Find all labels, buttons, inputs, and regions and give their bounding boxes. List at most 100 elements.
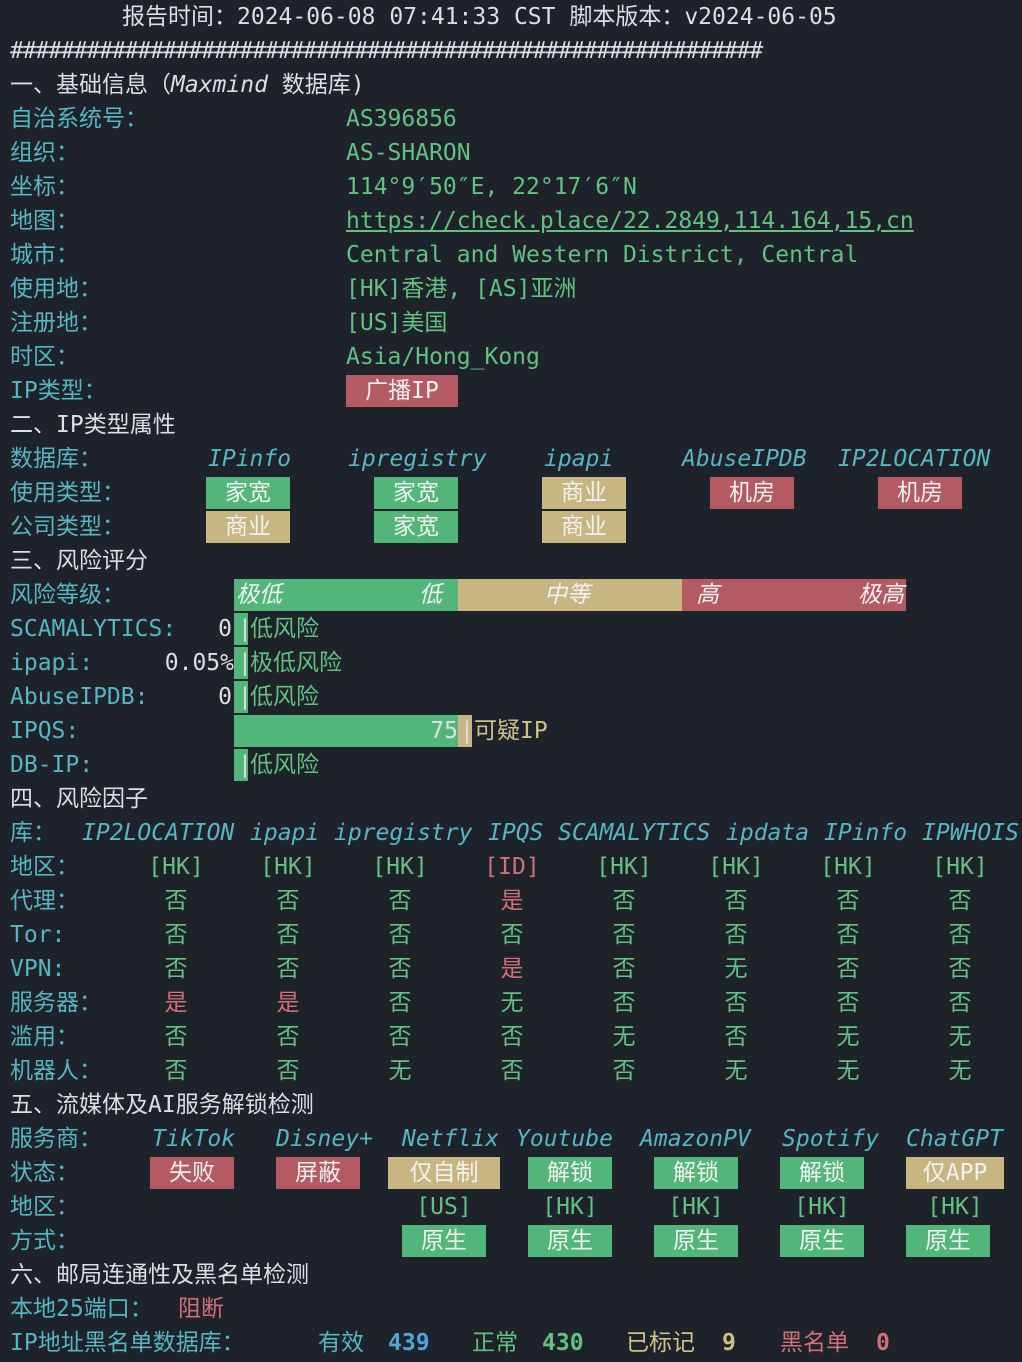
score-bar-abuseipdb [234, 681, 248, 713]
label-timezone: 时区： [10, 344, 79, 370]
risk-factor-cell: 否 [276, 1024, 300, 1050]
report-header: 报告时间：2024-06-08 07:41:33 CST 脚本版本：v2024-… [122, 4, 837, 30]
service-amazonpv: AmazonPV [640, 1126, 751, 1152]
risk-factor-cell: 否 [164, 1024, 188, 1050]
section-basic-info-title: 一、基础信息（Maxmind 数据库) [10, 72, 365, 98]
risk-factor-label: 机器人： [10, 1058, 102, 1084]
status-badge: 解锁 [654, 1157, 738, 1189]
risk-factor-cell: 否 [276, 1058, 300, 1084]
score-bar-ipapi [234, 647, 248, 679]
db-ip2location: IP2LOCATION [838, 446, 991, 472]
status-badge: 失败 [150, 1157, 234, 1189]
risk-factor-cell: [ID] [484, 854, 540, 880]
service-tiktok: TikTok [152, 1126, 236, 1152]
label-mode: 方式： [10, 1228, 79, 1254]
risk-factor-cell: 否 [836, 888, 860, 914]
region-cell: [HK] [542, 1194, 598, 1220]
value-city: Central and Western District, Central [346, 242, 859, 268]
risk-factor-cell: 无 [500, 990, 524, 1016]
risk-factor-cell: 否 [948, 956, 972, 982]
risk-factor-cell: 否 [164, 888, 188, 914]
risk-factor-label: 地区： [10, 854, 79, 880]
risk-factor-cell: 无 [836, 1024, 860, 1050]
score-bar-ipqs-tip [458, 715, 472, 747]
risk-factor-cell: 否 [500, 922, 524, 948]
risk-factor-cell: 是 [276, 990, 300, 1016]
label-library: 库： [10, 820, 56, 846]
score-bar-scamalytics [234, 613, 248, 645]
risk-factor-cell: 否 [948, 990, 972, 1016]
risk-factor-cell: 无 [948, 1024, 972, 1050]
value-blacklisted: 0 [876, 1330, 890, 1356]
section-risk-factors-title: 四、风险因子 [10, 786, 148, 812]
risk-factor-cell: 无 [724, 956, 748, 982]
risk-level-high: 高 [696, 582, 719, 608]
score-bar-cursor: | [238, 752, 252, 778]
status-badge: 解锁 [780, 1157, 864, 1189]
usage-ipregistry: 家宽 [374, 477, 458, 509]
label-registry: 注册地： [10, 310, 102, 336]
risk-factor-cell: 是 [500, 956, 524, 982]
risk-scale-mid: 中等 [458, 579, 682, 611]
mode-badge: 原生 [654, 1225, 738, 1257]
label-marked: 已标记 [626, 1330, 695, 1356]
risk-factor-label: 代理： [10, 888, 79, 914]
risk-factor-cell: 否 [388, 888, 412, 914]
label-blacklist-db: IP地址黑名单数据库： [10, 1330, 245, 1356]
separator-line: ########################################… [10, 38, 763, 64]
label-map: 地图： [10, 208, 79, 234]
risk-factor-cell: 否 [276, 888, 300, 914]
region-cell: [HK] [927, 1194, 983, 1220]
label-scamalytics: SCAMALYTICS: [10, 616, 177, 642]
score-bar-cursor: | [460, 718, 474, 744]
label-coords: 坐标： [10, 174, 79, 200]
usage-abuseipdb: 机房 [710, 477, 794, 509]
risk-factor-cell: 否 [164, 1058, 188, 1084]
risk-factor-cell: 是 [500, 888, 524, 914]
score-bar-ipqs [234, 715, 458, 747]
score-ipqs: 75 [430, 718, 458, 744]
risk-factor-label: Tor: [10, 922, 66, 948]
risk-factor-cell: 否 [836, 990, 860, 1016]
label-risk-level: 风险等级： [10, 582, 125, 608]
service-spotify: Spotify [782, 1126, 879, 1152]
risk-factor-cell: 否 [276, 922, 300, 948]
risk-factor-cell: [HK] [148, 854, 204, 880]
score-bar-cursor: | [238, 616, 252, 642]
section-streaming-title: 五、流媒体及AI服务解锁检测 [10, 1092, 314, 1118]
label-dbip-score: DB-IP: [10, 752, 94, 778]
db-abuseipdb: AbuseIPDB [682, 446, 807, 472]
label-company-type: 公司类型： [10, 514, 125, 540]
label-region: 地区： [10, 1194, 79, 1220]
db-ipapi: ipapi [544, 446, 614, 472]
mode-badge: 原生 [402, 1225, 486, 1257]
risk-factor-cell: 否 [164, 922, 188, 948]
label-usage-location: 使用地： [10, 276, 102, 302]
map-link[interactable]: https://check.place/22.2849,114.164,15,c… [346, 208, 914, 234]
risk-level-medium: 中等 [544, 582, 590, 608]
risk-factor-cell: 否 [724, 990, 748, 1016]
mode-badge: 原生 [906, 1225, 990, 1257]
mode-badge: 原生 [528, 1225, 612, 1257]
company-ipinfo: 商业 [206, 511, 290, 543]
risk-factor-cell: 无 [388, 1058, 412, 1084]
risk-scale-high: 高 极高 [682, 579, 906, 611]
score-bar-cursor: | [238, 650, 252, 676]
mode-badge: 原生 [780, 1225, 864, 1257]
risk-factor-cell: [HK] [932, 854, 988, 880]
label-valid: 有效 [318, 1330, 364, 1356]
risk-factor-cell: 否 [948, 888, 972, 914]
lib-ipwhois: IPWHOIS [922, 820, 1019, 846]
value-normal: 430 [542, 1330, 584, 1356]
risk-factor-cell: 否 [612, 922, 636, 948]
db-ipinfo: IPinfo [208, 446, 292, 472]
verdict-abuseipdb: 低风险 [250, 684, 319, 710]
score-bar-cursor: | [238, 684, 252, 710]
verdict-dbip: 低风险 [250, 752, 319, 778]
risk-factor-cell: [HK] [260, 854, 316, 880]
company-ipregistry: 家宽 [374, 511, 458, 543]
risk-factor-cell: 否 [276, 956, 300, 982]
label-org: 组织： [10, 140, 79, 166]
db-ipregistry: ipregistry [348, 446, 487, 472]
